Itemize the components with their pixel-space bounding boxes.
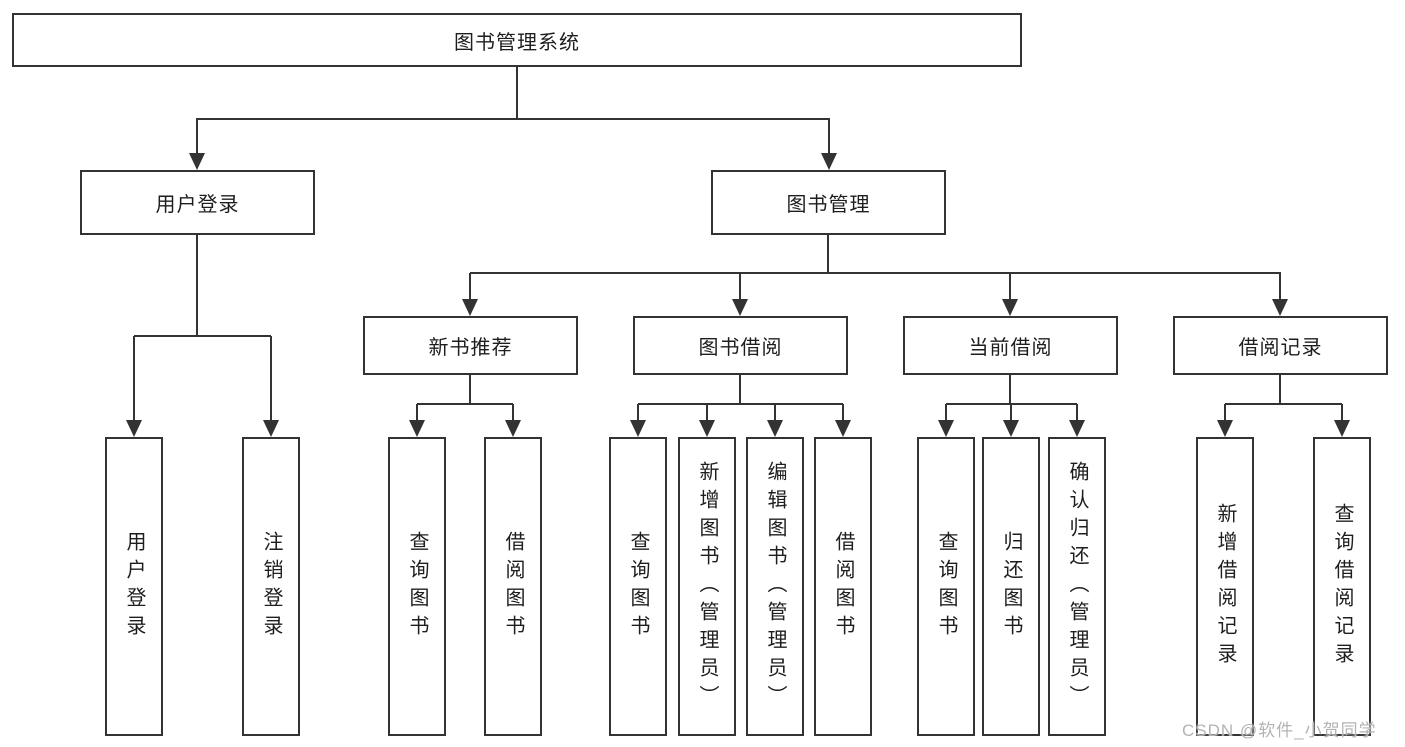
leaf-add-borrow-record: 新增借阅记录 xyxy=(1196,437,1254,736)
leaf-current-query-book-label: 查询图书 xyxy=(935,530,957,643)
node-current-borrow: 当前借阅 xyxy=(903,316,1118,375)
leaf-current-query-book: 查询图书 xyxy=(917,437,975,736)
arrowheads-user-login-branch xyxy=(126,420,279,437)
leaf-query-borrow-record-label: 查询借阅记录 xyxy=(1331,502,1353,671)
arrowheads-leaves xyxy=(409,420,1350,437)
connector-book-mgmt-branch xyxy=(469,235,1281,301)
leaf-newbook-borrow-book-label: 借阅图书 xyxy=(502,530,524,643)
leaf-borrow-borrow-book: 借阅图书 xyxy=(814,437,872,736)
connector-borrow-record-branch xyxy=(1224,375,1343,422)
node-borrow-record: 借阅记录 xyxy=(1173,316,1388,375)
leaf-return-book: 归还图书 xyxy=(982,437,1040,736)
connector-root-to-level2 xyxy=(196,67,830,155)
leaf-newbook-borrow-book: 借阅图书 xyxy=(484,437,542,736)
node-book-borrow-label: 图书借阅 xyxy=(698,337,783,359)
arrowheads-level3 xyxy=(462,299,1288,316)
leaf-newbook-query-book: 查询图书 xyxy=(388,437,446,736)
leaf-logout-label: 注销登录 xyxy=(260,530,282,643)
connector-current-borrow-branch xyxy=(945,375,1078,422)
node-book-borrow: 图书借阅 xyxy=(633,316,848,375)
leaf-edit-book-admin: 编辑图书（管理员） xyxy=(746,437,804,736)
leaf-add-book-admin-label: 新增图书（管理员） xyxy=(696,460,718,713)
node-borrow-record-label: 借阅记录 xyxy=(1238,337,1323,359)
leaf-user-login: 用户登录 xyxy=(105,437,163,736)
node-user-login: 用户登录 xyxy=(80,170,315,235)
leaf-return-book-label: 归还图书 xyxy=(1000,530,1022,643)
node-root-system: 图书管理系统 xyxy=(12,13,1022,67)
leaf-logout: 注销登录 xyxy=(242,437,300,736)
leaf-edit-book-admin-label: 编辑图书（管理员） xyxy=(764,460,786,713)
leaf-add-borrow-record-label: 新增借阅记录 xyxy=(1214,502,1236,671)
leaf-query-borrow-record: 查询借阅记录 xyxy=(1313,437,1371,736)
leaf-borrow-query-book-label: 查询图书 xyxy=(627,530,649,643)
leaf-user-login-label: 用户登录 xyxy=(123,530,145,643)
leaf-confirm-return-admin-label: 确认归还（管理员） xyxy=(1066,460,1088,713)
leaf-add-book-admin: 新增图书（管理员） xyxy=(678,437,736,736)
connector-book-borrow-branch xyxy=(637,375,844,422)
node-book-management-label: 图书管理 xyxy=(786,194,871,216)
arrowheads-level2 xyxy=(189,153,837,170)
node-root-system-label: 图书管理系统 xyxy=(454,31,580,54)
connector-new-book-branch xyxy=(416,375,514,422)
leaf-borrow-borrow-book-label: 借阅图书 xyxy=(832,530,854,643)
connector-user-login-branch xyxy=(133,235,272,422)
watermark: CSDN @软件_小贺同学 xyxy=(1182,721,1377,740)
node-user-login-label: 用户登录 xyxy=(155,194,240,216)
node-book-management: 图书管理 xyxy=(711,170,946,235)
leaf-confirm-return-admin: 确认归还（管理员） xyxy=(1048,437,1106,736)
leaf-borrow-query-book: 查询图书 xyxy=(609,437,667,736)
node-current-borrow-label: 当前借阅 xyxy=(968,337,1053,359)
leaf-newbook-query-book-label: 查询图书 xyxy=(406,530,428,643)
node-new-book-recommend: 新书推荐 xyxy=(363,316,578,375)
node-new-book-recommend-label: 新书推荐 xyxy=(428,337,513,359)
